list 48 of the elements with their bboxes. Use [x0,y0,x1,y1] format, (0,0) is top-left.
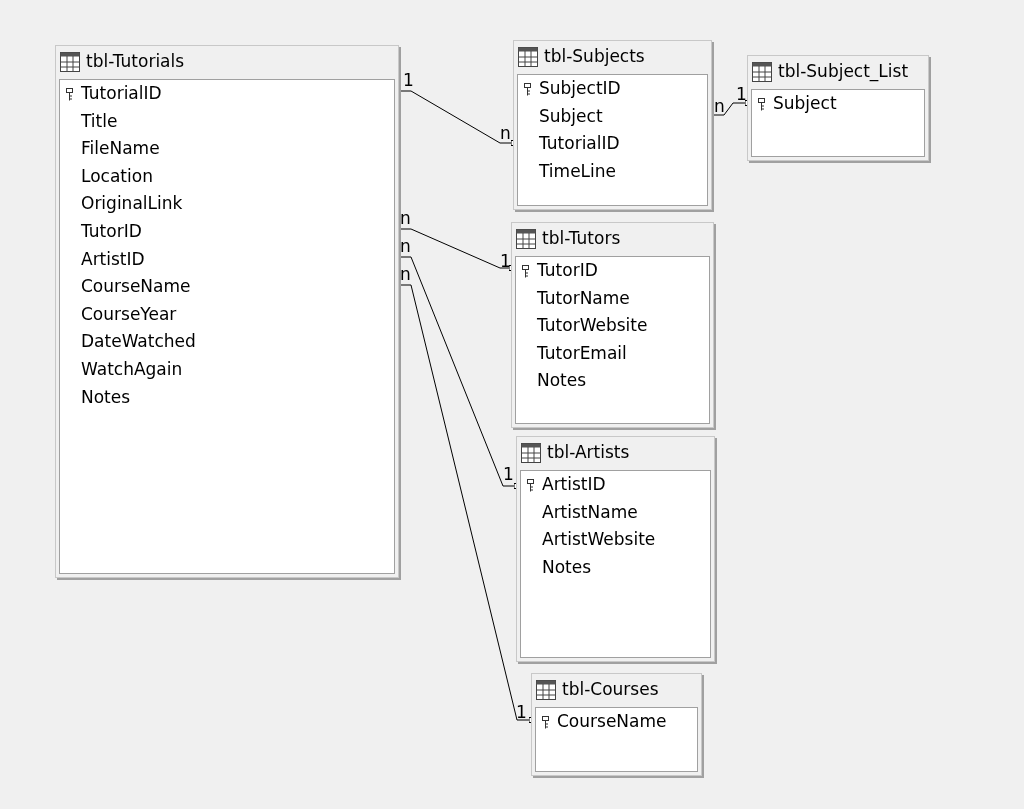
field-name: TimeLine [539,160,617,181]
cardinality-label: n [400,266,411,283]
table-title: tbl-Artists [547,442,630,462]
cardinality-label: n [400,238,411,255]
field-name: TutorEmail [537,342,627,363]
field-name: ArtistID [81,248,145,269]
field-name: Subject [539,105,603,126]
field-name: OriginalLink [81,193,183,214]
cardinality-label: 1 [503,466,514,483]
field-name: TutorWebsite [537,315,648,336]
cardinality-label: n [714,98,725,115]
field-name: TutorialID [81,83,162,103]
field-name: Notes [542,556,592,577]
field-name: CourseYear [81,303,177,324]
table-panel [516,436,715,662]
cardinality-label: 1 [516,704,527,721]
field-name: Subject [773,93,837,113]
cardinality-label: n [500,125,511,142]
field-name: TutorName [537,287,630,308]
cardinality-label: n [400,210,411,227]
field-name: FileName [81,138,160,159]
table-title: tbl-Tutors [542,228,621,248]
cardinality-label: 1 [403,72,414,89]
field-name: CourseName [557,711,667,731]
field-name: ArtistWebsite [542,529,656,550]
field-name: Notes [81,386,131,407]
field-name: SubjectID [539,78,621,98]
table-panel [747,55,929,161]
cardinality-label: 1 [500,253,511,270]
table-title: tbl-Subjects [544,46,645,66]
field-name: CourseName [81,276,191,297]
table-panel [531,673,702,776]
table-title: tbl-Courses [562,679,659,699]
field-name: Location [81,165,153,186]
table-title: tbl-Tutorials [86,51,185,71]
field-name: TutorID [537,260,598,280]
field-name: DateWatched [81,331,196,352]
field-name: TutorialID [539,133,620,154]
table-panel [511,222,714,428]
cardinality-label: 1 [736,86,747,103]
field-name: ArtistName [542,501,638,522]
table-title: tbl-Subject_List [778,61,909,81]
field-name: Notes [537,370,587,391]
field-name: Title [81,110,118,131]
field-name: ArtistID [542,474,606,494]
table-panel [513,40,712,210]
field-name: TutorID [81,221,142,241]
field-name: WatchAgain [81,359,183,379]
